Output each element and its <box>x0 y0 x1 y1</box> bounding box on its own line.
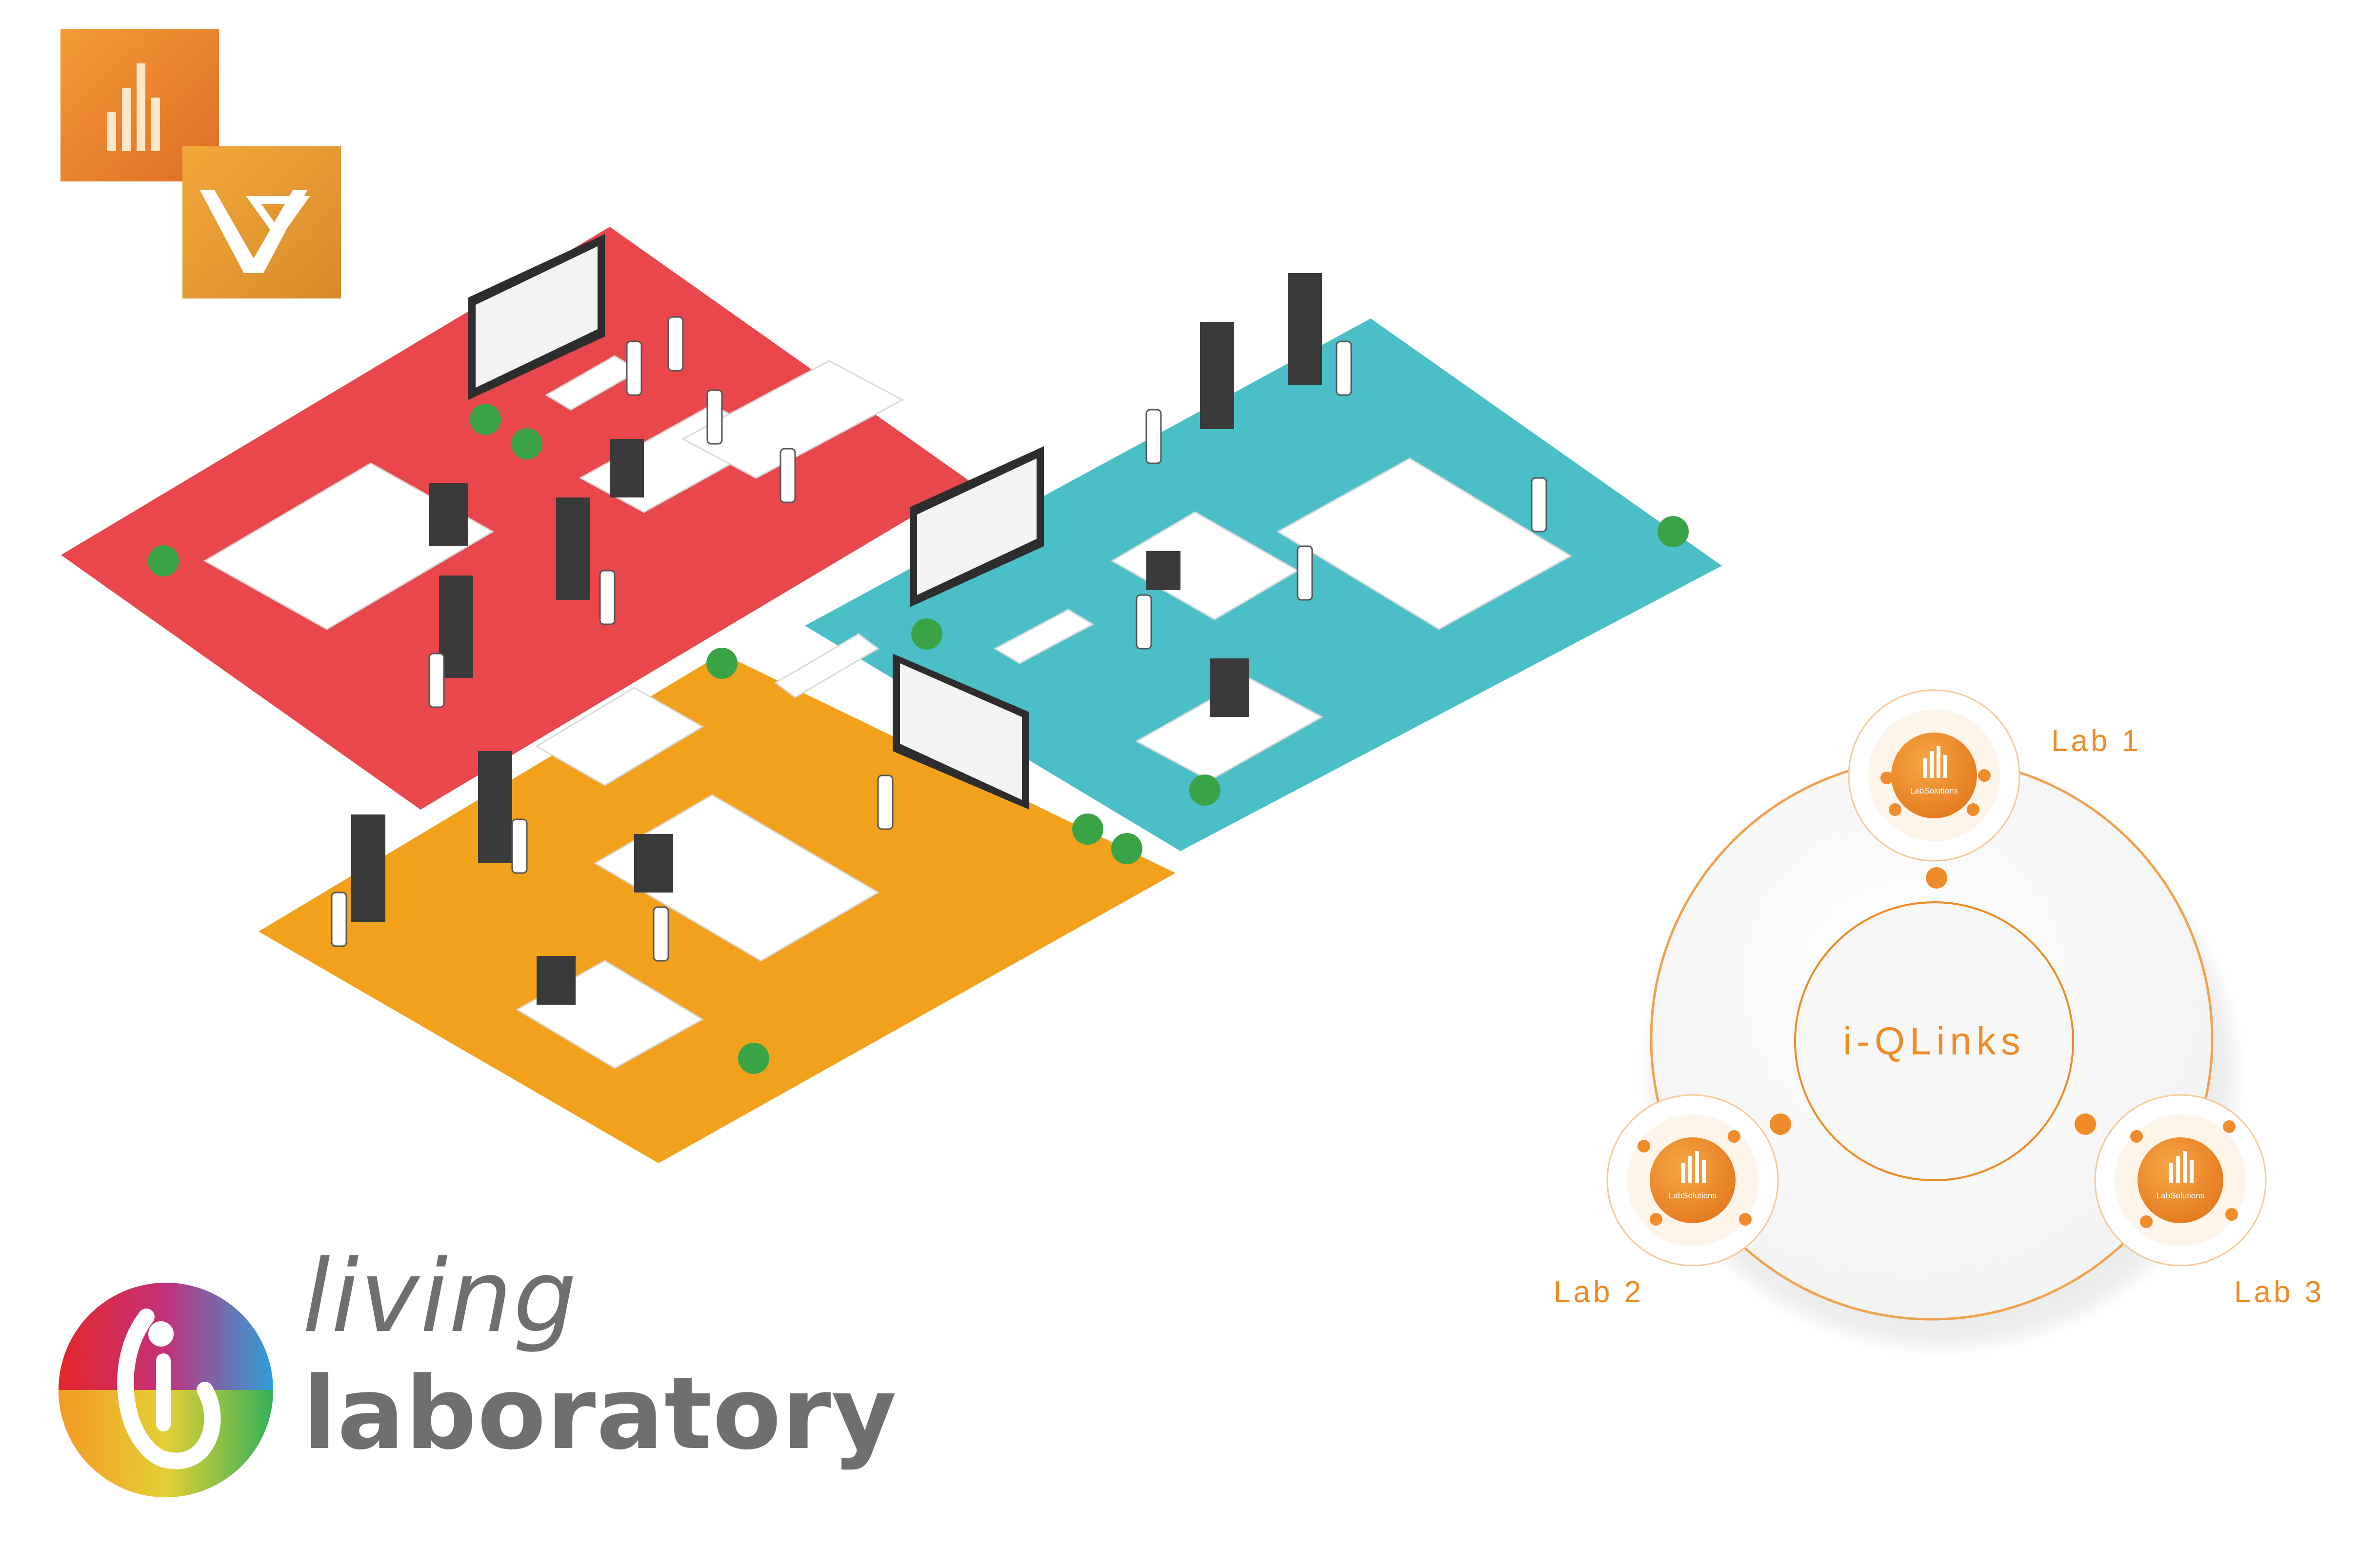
connector-dots <box>1770 867 2096 1135</box>
lab-node-3[interactable]: LabSolutions <box>2094 1094 2267 1267</box>
lab-node-2[interactable]: LabSolutions <box>1606 1094 1779 1267</box>
lab-instruments <box>351 273 1322 1005</box>
labsolutions-bars-icon-1 <box>1923 746 1947 778</box>
lab-plants <box>148 404 1689 1074</box>
lab-1-label: Lab 1 <box>2051 724 2141 758</box>
svg-text:LabSolutions: LabSolutions <box>2157 1191 2204 1200</box>
svg-text:LabSolutions: LabSolutions <box>1669 1191 1717 1200</box>
app-icon-v-logo[interactable] <box>182 146 341 298</box>
labsolutions-bars-icon-2 <box>1681 1151 1706 1183</box>
lab-floor-red <box>61 227 971 810</box>
lab-people <box>331 316 1547 962</box>
labsolutions-badge-2 <box>1650 1137 1736 1223</box>
iqlinks-center-label: i-QLinks <box>1843 1019 2025 1063</box>
labsolutions-badge-3 <box>2138 1137 2223 1223</box>
labsolutions-bars-icon-3 <box>2169 1151 2194 1183</box>
brand-line-living: living <box>302 1239 578 1355</box>
lab-node-1[interactable]: LabSolutions <box>1848 689 2020 862</box>
app-icon-analytics[interactable] <box>60 29 219 181</box>
lab-2-label: Lab 2 <box>1554 1275 1644 1309</box>
brand-line-laboratory: laboratory <box>302 1356 898 1472</box>
iqlinks-inner-ring <box>1794 901 2074 1181</box>
svg-text:LabSolutions: LabSolutions <box>1910 786 1958 795</box>
living-laboratory-logo <box>59 1283 273 1497</box>
iqlinks-diagram: i-QLinks LabSolutions <box>1554 689 2324 1346</box>
lab-3-label: Lab 3 <box>2234 1275 2324 1309</box>
lab-monitors <box>468 234 1044 810</box>
labsolutions-badge-1 <box>1891 733 1977 818</box>
